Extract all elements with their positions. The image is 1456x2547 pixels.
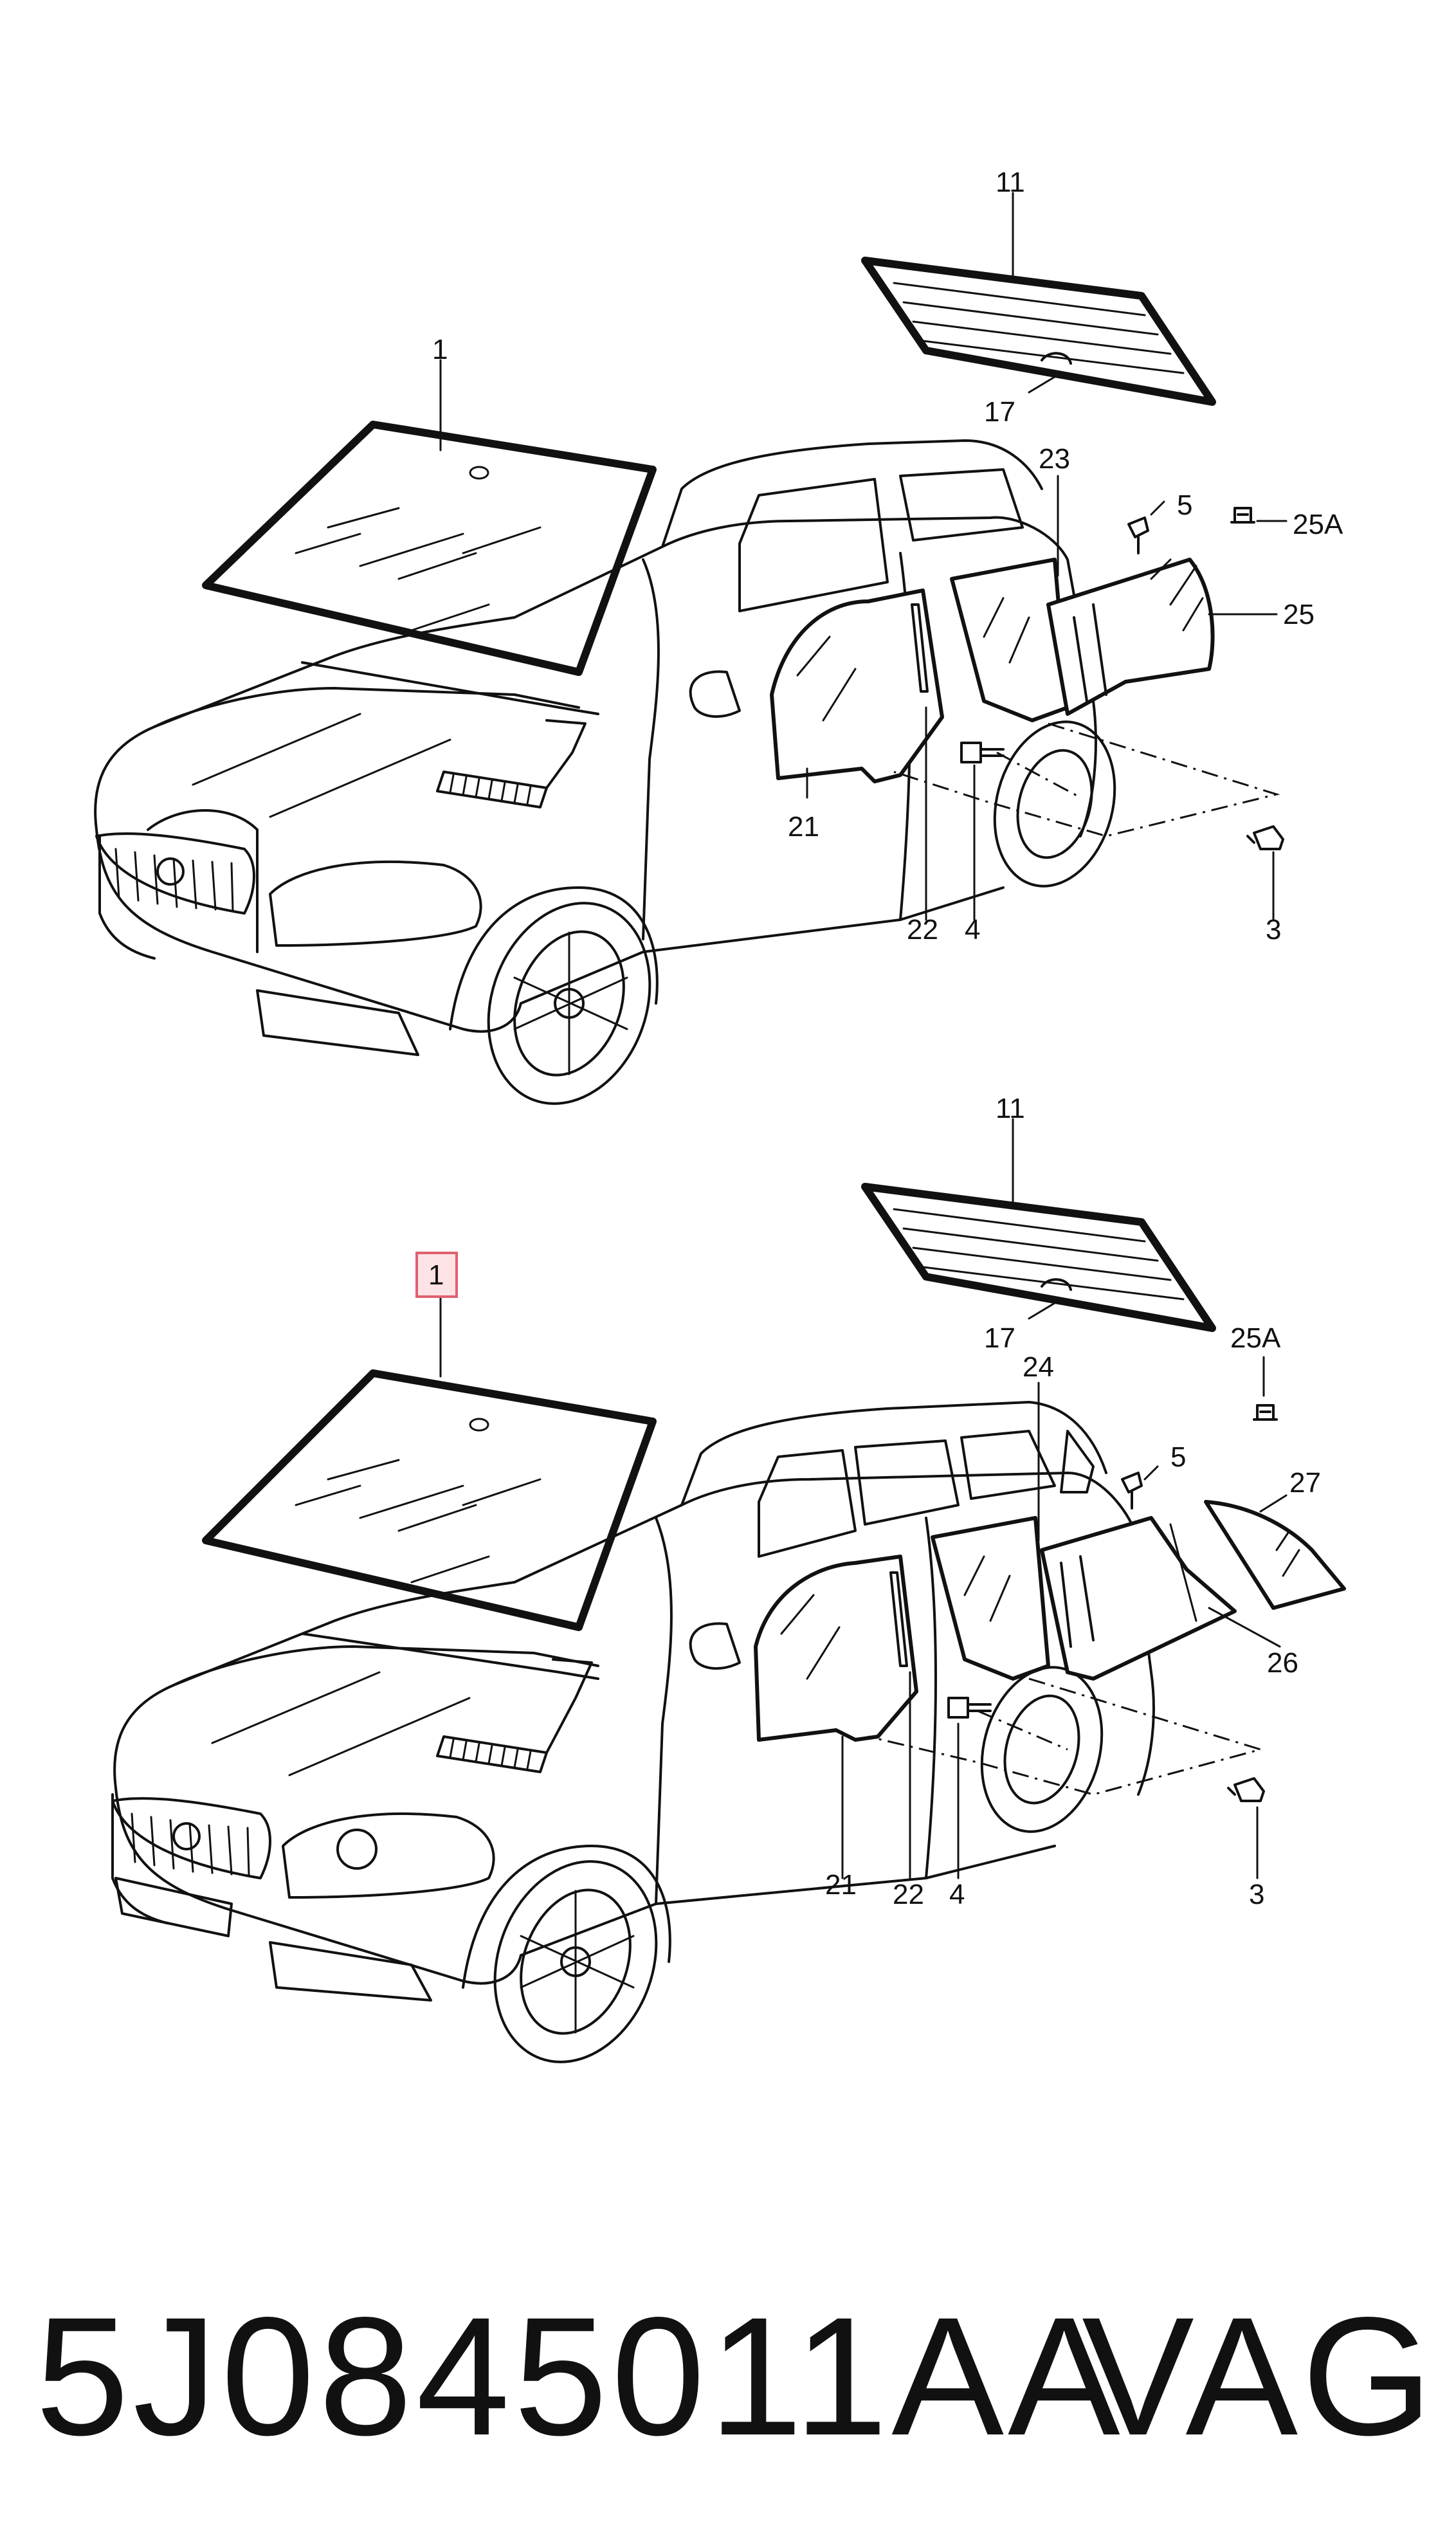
callout-lower-5: 5 (1170, 1441, 1186, 1473)
leaders-upper (439, 192, 1288, 921)
callout-upper-1: 1 (432, 334, 448, 365)
callout-upper-22: 22 (907, 914, 938, 945)
rear-window-upper (861, 257, 1216, 406)
callout-lower-25A: 25A (1230, 1322, 1281, 1354)
callout-lower-26: 26 (1267, 1647, 1298, 1679)
callouts-upper: 11 1 17 23 5 25A 25 21 22 4 3 (432, 167, 1343, 945)
callout-upper-11: 11 (996, 167, 1025, 198)
callout-lower-3: 3 (1249, 1879, 1264, 1910)
car-body-lower (111, 1401, 1155, 2063)
callout-upper-23: 23 (1039, 443, 1070, 475)
windscreen-upper (202, 421, 657, 676)
rear-window-lower (861, 1183, 1216, 1332)
callout-upper-4: 4 (965, 914, 980, 945)
windscreen-lower (202, 1369, 657, 1631)
callout-lower-27: 27 (1289, 1467, 1321, 1499)
callout-lower-24: 24 (1023, 1351, 1054, 1383)
side-glasses-lower (754, 1500, 1346, 1742)
part-number: 5J0845011AA (35, 2282, 1124, 2470)
callout-upper-25: 25 (1283, 599, 1315, 630)
callout-lower-17: 17 (984, 1322, 1015, 1354)
leaders-lower (439, 1118, 1288, 1879)
callout-lower-22: 22 (893, 1879, 924, 1910)
side-glasses-upper (770, 558, 1215, 783)
callout-upper-21: 21 (788, 811, 819, 843)
callout-upper-25A: 25A (1293, 509, 1343, 540)
footer: 5J0845011AA VAG (0, 2270, 1456, 2483)
callout-upper-17: 17 (984, 396, 1015, 428)
diagram-lower: 11 1 17 25A 24 5 27 26 21 22 4 3 (111, 1093, 1346, 2063)
callout-upper-3: 3 (1266, 914, 1281, 945)
callout-upper-5: 5 (1177, 489, 1192, 521)
brand-label: VAG (1082, 2282, 1437, 2470)
fasteners-upper (960, 507, 1284, 850)
callout-lower-11: 11 (996, 1093, 1025, 1124)
diagram-upper: 11 1 17 23 5 25A 25 21 22 4 3 (94, 167, 1343, 1105)
callout-lower-4: 4 (949, 1879, 965, 1910)
callout-highlight-box (415, 1252, 458, 1298)
callout-lower-21: 21 (825, 1869, 857, 1901)
callout-lower-1: 1 (428, 1259, 444, 1291)
callouts-lower: 11 1 17 25A 24 5 27 26 21 22 4 3 (428, 1093, 1321, 1910)
